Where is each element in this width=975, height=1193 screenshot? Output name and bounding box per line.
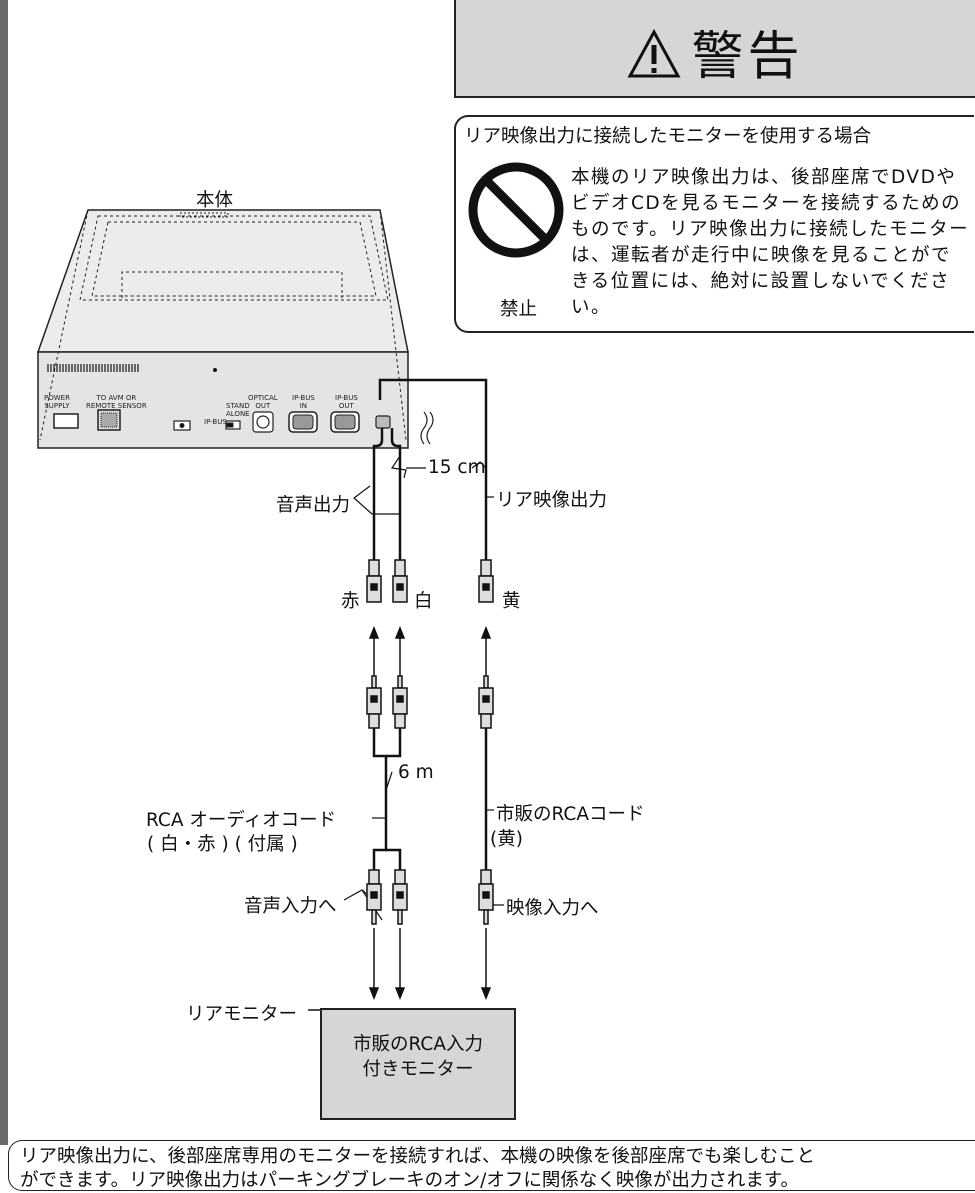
label-ipbus: IP-BUS bbox=[204, 418, 227, 426]
prohibited-icon bbox=[466, 160, 566, 264]
warning-title: 警告 bbox=[456, 14, 975, 92]
note-line2: ができます。リア映像出力はパーキングブレーキのオン/オフに関係なく映像が出力され… bbox=[20, 1170, 799, 1191]
rear-video-out-label: リア映像出力 bbox=[496, 490, 608, 511]
monitor-box: 市販のRCA入力 付きモニター bbox=[320, 1008, 516, 1120]
video-in-label: 映像入力へ bbox=[506, 898, 599, 919]
note-line1: リア映像出力に、後部座席専用のモニターを接続すれば、本機の映像を後部座席でも楽し… bbox=[20, 1146, 815, 1167]
rca-plugs-middle bbox=[366, 675, 494, 729]
head-unit bbox=[36, 209, 434, 449]
commercial-rca-cord-label: 市販のRCAコード bbox=[496, 804, 645, 825]
rca-plugs-upper bbox=[366, 559, 494, 603]
length-6m-label: 6 m bbox=[398, 762, 434, 783]
prohibited-label: 禁止 bbox=[500, 299, 538, 320]
monitor-line1: 市販のRCA入力 bbox=[352, 1034, 483, 1055]
rear-monitor-label: リアモニター bbox=[186, 1004, 298, 1025]
warning-triangle-icon bbox=[627, 28, 682, 92]
cables bbox=[372, 378, 488, 870]
rca-plugs-lower bbox=[366, 869, 494, 925]
white-label: 白 bbox=[414, 591, 433, 612]
audio-in-label: 音声入力へ bbox=[244, 896, 337, 917]
warning-title-text: 警告 bbox=[691, 27, 804, 87]
warning-text: 本機のリア映像出力は、後部座席でDVDやビデオCDを見るモニターを接続するための… bbox=[571, 167, 970, 318]
audio-out-label: 音声出力 bbox=[276, 495, 351, 516]
rca-audio-cord-sub-label: ( 白・赤 ) ( 付属 ) bbox=[147, 834, 298, 855]
yellow-label: 黄 bbox=[502, 591, 521, 612]
leader-lines bbox=[343, 455, 504, 921]
red-label: 赤 bbox=[341, 591, 360, 612]
monitor-text: 市販のRCA入力 付きモニター bbox=[322, 1032, 514, 1082]
rca-audio-cord-label: RCA オーディオコード bbox=[146, 810, 337, 831]
monitor-line2: 付きモニター bbox=[362, 1059, 474, 1080]
down-arrows bbox=[368, 928, 492, 1001]
page-edge-bar bbox=[0, 0, 8, 1145]
warning-caption: リア映像出力に接続したモニターを使用する場合 bbox=[464, 126, 872, 147]
unit-label: 本体 bbox=[196, 190, 234, 211]
warning-box bbox=[454, 115, 974, 333]
up-arrows bbox=[368, 625, 492, 676]
commercial-rca-cord-sub-label: (黄) bbox=[490, 829, 523, 850]
warning-header: 警告 bbox=[454, 0, 975, 98]
note-text: リア映像出力に、後部座席専用のモニターを接続すれば、本機の映像を後部座席でも楽し… bbox=[20, 1145, 815, 1193]
length-15cm-label: 15 cm bbox=[428, 457, 486, 478]
